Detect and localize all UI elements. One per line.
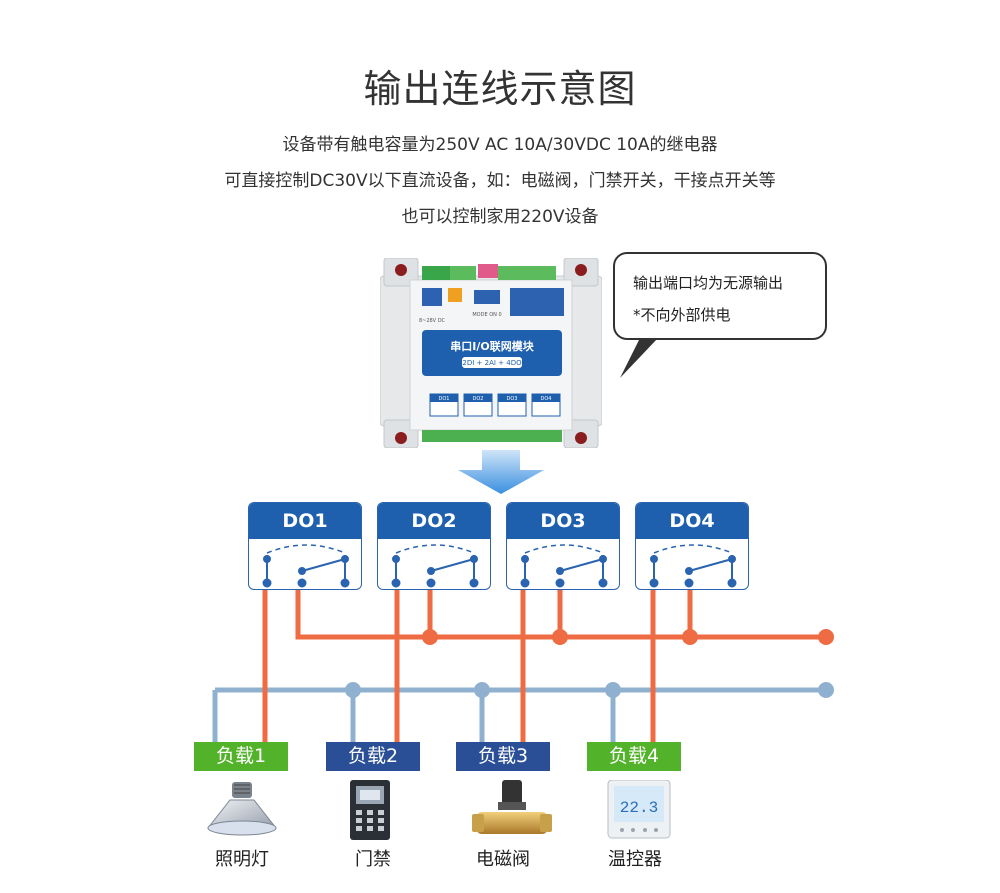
do4-relay-box: DO4	[635, 502, 749, 590]
do2-relay-box: DO2	[377, 502, 491, 590]
load-4-label: 负载4	[587, 742, 681, 771]
callout-line-1: 输出端口均为无源输出	[633, 274, 784, 292]
access-control-icon	[350, 780, 390, 840]
description-line-2: 可直接控制DC30V以下直流设备，如：电磁阀，门禁开关，干接点开关等	[224, 171, 776, 191]
load-2-label: 负载2	[326, 742, 420, 771]
device-name-4: 温控器	[608, 849, 662, 870]
solenoid-valve-icon	[472, 780, 552, 834]
high-bay-lamp-icon	[207, 782, 277, 836]
do2-label: DO2	[378, 503, 490, 539]
module-relay-do4: DO4	[541, 396, 552, 402]
module-spec: 2DI + 2AI + 4DO	[462, 359, 522, 367]
thermostat-icon: 22.3	[607, 780, 671, 839]
relay-switch-icon	[649, 544, 737, 588]
description-line-1: 设备带有触电容量为250V AC 10A/30VDC 10A的继电器	[282, 135, 718, 155]
description-line-3: 也可以控制家用220V设备	[401, 207, 599, 227]
callout-bubble: 输出端口均为无源输出 *不向外部供电	[613, 252, 827, 340]
io-module: 8~28V DC MODE ON 0 串口I/O联网模块 2DI + 2AI +…	[379, 257, 603, 449]
callout-line-2: *不向外部供电	[633, 306, 731, 324]
callout-tail	[620, 338, 658, 378]
switch-label: MODE ON 0	[472, 312, 501, 318]
module-relay-do2: DO2	[473, 396, 484, 402]
device-name-1: 照明灯	[215, 849, 269, 870]
thermostat-reading: 22.3	[620, 799, 658, 817]
relay-switch-icon	[391, 544, 479, 588]
relay-switch-icon	[520, 544, 608, 588]
do3-relay-box: DO3	[506, 502, 620, 590]
load-3-label: 负载3	[456, 742, 550, 771]
do1-label: DO1	[249, 503, 361, 539]
relay-switch-icon	[262, 544, 350, 588]
power-label: 8~28V DC	[419, 318, 446, 324]
load-1-label: 负载1	[194, 742, 288, 771]
module-relay-do1: DO1	[439, 396, 450, 402]
do3-label: DO3	[507, 503, 619, 539]
page-title: 输出连线示意图	[363, 67, 637, 111]
module-name: 串口I/O联网模块	[450, 339, 534, 353]
device-name-2: 门禁	[355, 849, 391, 870]
module-relay-do3: DO3	[507, 396, 518, 402]
arrow-down-icon	[458, 450, 544, 494]
do4-label: DO4	[636, 503, 748, 539]
device-name-3: 电磁阀	[476, 849, 530, 870]
do1-relay-box: DO1	[248, 502, 362, 590]
